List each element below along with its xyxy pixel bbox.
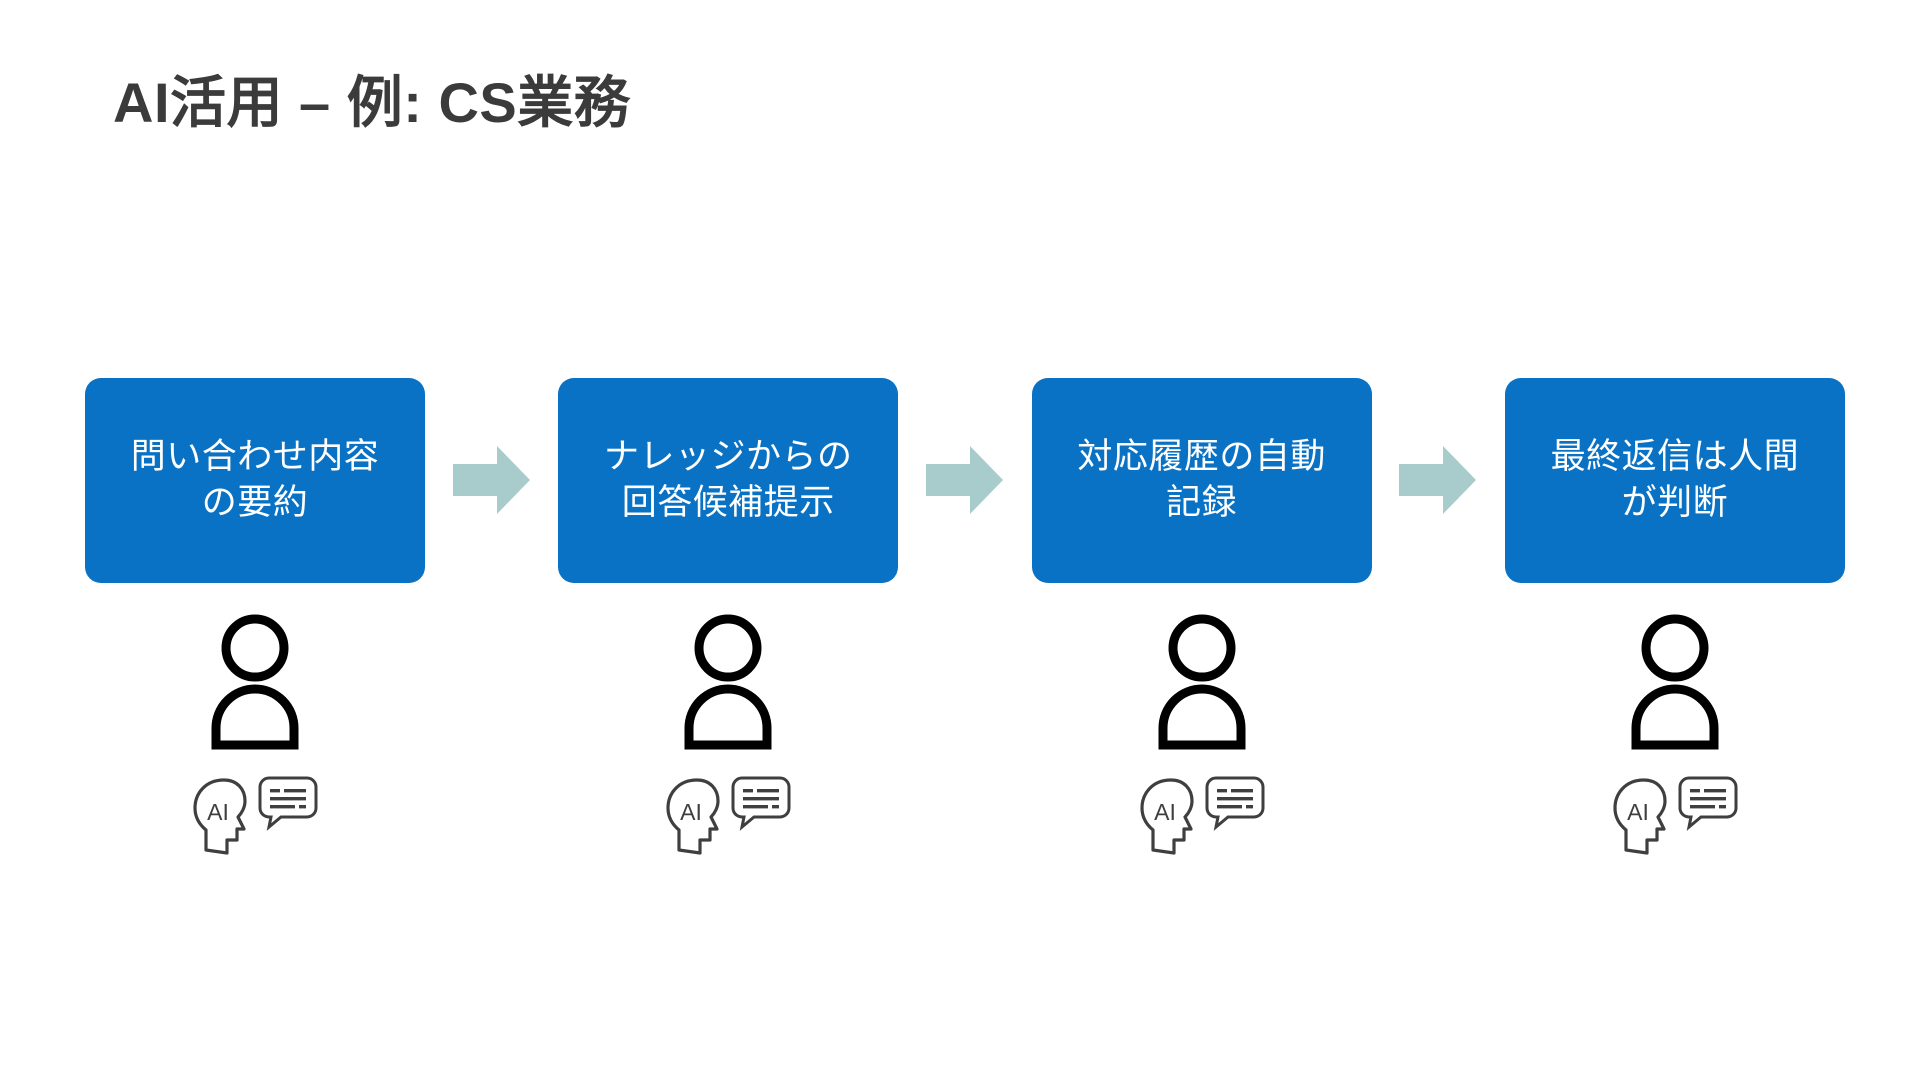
step-box-3[interactable]: 対応履歴の自動 記録 xyxy=(1031,377,1372,583)
right-block-arrow-icon-3 xyxy=(1399,443,1477,517)
speech-bubble-icon-4 xyxy=(1678,776,1738,831)
icon-group-1: AI xyxy=(85,610,425,910)
flow-step-3[interactable]: 対応履歴の自動 記録 xyxy=(1031,377,1372,583)
icon-group-2: AI xyxy=(558,610,898,910)
step-box-4[interactable]: 最終返信は人間 が判断 xyxy=(1504,377,1845,583)
slide-title: AI活用 – 例: CS業務 xyxy=(113,71,631,134)
right-block-arrow-icon-2 xyxy=(925,443,1004,517)
process-flow: 問い合わせ内容 の要約 ナレッジからの 回答候補提示 対応履歴の自動 記録 最終… xyxy=(85,375,1845,585)
speech-bubble-icon-3 xyxy=(1205,776,1265,831)
speech-bubble-icon-2 xyxy=(731,776,791,831)
icon-group-4: AI xyxy=(1505,610,1845,910)
svg-text:AI: AI xyxy=(1627,799,1649,825)
ai-head-icon-2: AI xyxy=(666,778,720,855)
ai-icon-pair-1: AI xyxy=(191,776,319,856)
right-block-arrow-icon-1 xyxy=(452,443,531,517)
ai-icon-pair-3: AI xyxy=(1138,776,1266,856)
ai-head-icon-1: AI xyxy=(193,778,247,855)
step-label-2: ナレッジからの 回答候補提示 xyxy=(604,436,853,522)
ai-head-icon-4: AI xyxy=(1613,778,1667,855)
icon-spacer-3 xyxy=(1399,610,1477,910)
svg-text:AI: AI xyxy=(680,799,702,825)
icon-spacer-2 xyxy=(926,610,1004,910)
flow-step-1[interactable]: 問い合わせ内容 の要約 xyxy=(85,377,425,583)
person-icon-1 xyxy=(211,614,299,750)
icon-row: AI AI xyxy=(85,610,1845,910)
person-icon-4 xyxy=(1631,614,1719,750)
step-label-4: 最終返信は人間 が判断 xyxy=(1550,436,1800,522)
person-icon-2 xyxy=(684,614,772,750)
step-label-1: 問い合わせ内容 の要約 xyxy=(130,436,380,522)
flow-step-4[interactable]: 最終返信は人間 が判断 xyxy=(1504,377,1845,583)
ai-head-icon-3: AI xyxy=(1140,778,1194,855)
step-box-1[interactable]: 問い合わせ内容 の要約 xyxy=(85,377,425,583)
flow-step-2[interactable]: ナレッジからの 回答候補提示 xyxy=(558,377,899,583)
step-box-2[interactable]: ナレッジからの 回答候補提示 xyxy=(558,377,899,583)
ai-icon-pair-2: AI xyxy=(664,776,792,856)
step-label-3: 対応履歴の自動 記録 xyxy=(1077,436,1326,522)
speech-bubble-icon-1 xyxy=(258,776,318,831)
icon-group-3: AI xyxy=(1032,610,1372,910)
person-icon-3 xyxy=(1158,614,1246,750)
svg-text:AI: AI xyxy=(207,799,229,825)
icon-spacer-1 xyxy=(453,610,531,910)
svg-text:AI: AI xyxy=(1154,799,1176,825)
ai-icon-pair-4: AI xyxy=(1611,776,1739,856)
